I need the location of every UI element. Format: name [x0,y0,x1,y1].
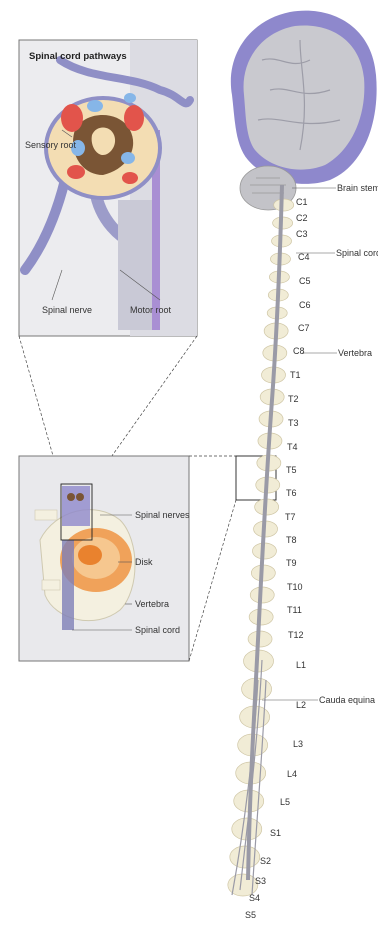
segment-s4: S4 [249,893,260,903]
segment-c7: C7 [298,323,310,333]
inset-title: Spinal cord pathways [29,51,127,62]
segment-l5: L5 [280,797,290,807]
segment-t12: T12 [288,630,304,640]
label-vertebra: Vertebra [338,348,372,358]
label-brain-stem: Brain stem [337,183,378,193]
label-spinal-cord: Spinal cord [336,248,378,258]
segment-s1: S1 [270,828,281,838]
segment-t2: T2 [288,394,299,404]
segment-l2: L2 [296,700,306,710]
segment-s5: S5 [245,910,256,920]
segment-c4: C4 [298,252,310,262]
label-sensory-root: Sensory root [25,140,76,150]
inset-spinal-cord-pathways [19,40,197,336]
brain [231,11,377,210]
label-motor-root: Motor root [130,305,171,315]
segment-t5: T5 [286,465,297,475]
label-spinal-cord-inset: Spinal cord [135,625,180,635]
spinal-column [228,199,294,896]
label-disk: Disk [135,557,153,567]
label-vertebra-inset: Vertebra [135,599,169,609]
segment-c8: C8 [293,346,305,356]
segment-t1: T1 [290,370,301,380]
vertebra-0 [274,199,294,211]
segment-l4: L4 [287,769,297,779]
label-cauda-equina: Cauda equina [319,695,375,705]
segment-c3: C3 [296,229,308,239]
segment-t10: T10 [287,582,303,592]
segment-c2: C2 [296,213,308,223]
segment-s3: S3 [255,876,266,886]
segment-t3: T3 [288,418,299,428]
label-spinal-nerves: Spinal nerves [135,510,190,520]
segment-s2: S2 [260,856,271,866]
segment-l1: L1 [296,660,306,670]
label-spinal-nerve: Spinal nerve [42,305,92,315]
segment-c1: C1 [296,197,308,207]
segment-t7: T7 [285,512,296,522]
segment-t6: T6 [286,488,297,498]
segment-c6: C6 [299,300,311,310]
segment-c5: C5 [299,276,311,286]
segment-l3: L3 [293,739,303,749]
segment-t9: T9 [286,558,297,568]
segment-t4: T4 [287,442,298,452]
segment-t8: T8 [286,535,297,545]
segment-t11: T11 [287,605,302,615]
